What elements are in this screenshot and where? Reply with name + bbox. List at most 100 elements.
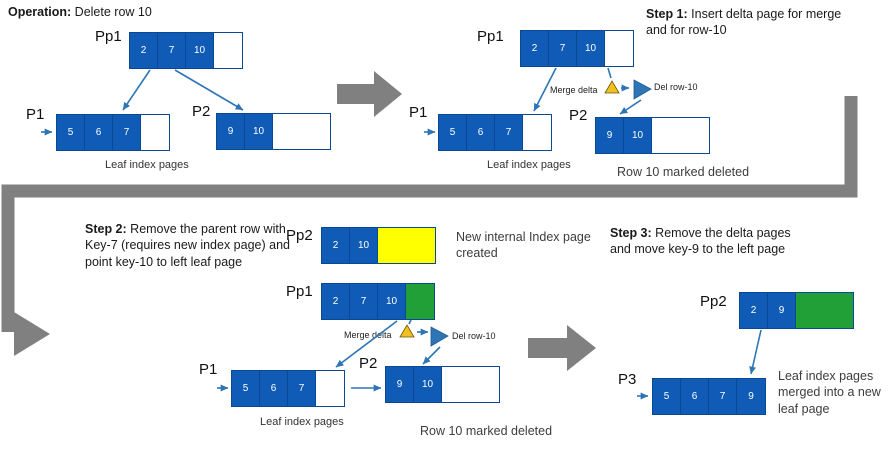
- s2-pp2-label: Pp2: [286, 227, 313, 244]
- flow-wrap-arrowhead: [14, 312, 50, 356]
- op-pp1-page: 2 7 10: [129, 32, 243, 69]
- page-cell: 2: [322, 284, 350, 319]
- page-cell: 9: [596, 118, 624, 153]
- s1-deleted-caption: Row 10 marked deleted: [617, 165, 750, 179]
- page-cell-empty: [141, 115, 169, 150]
- page-cell-green-highlight: [406, 284, 434, 319]
- page-cell-empty: [316, 371, 344, 406]
- page-cell-empty: [605, 31, 633, 66]
- s1-del-row-triangle-icon: [633, 79, 652, 100]
- s2-pp1-page: 2 7 10: [321, 283, 435, 320]
- step1-title: Step 1: Insert delta page for merge and …: [646, 6, 846, 39]
- op-pp1-label: Pp1: [95, 28, 122, 45]
- step2-title-bold: Step 2:: [85, 222, 127, 236]
- page-cell: 9: [737, 379, 765, 414]
- page-cell-empty: [273, 114, 330, 149]
- operation-title: Operation: Delete row 10: [8, 4, 228, 20]
- op-p2-page: 9 10: [216, 113, 331, 150]
- step1-title-bold: Step 1:: [646, 7, 688, 21]
- s1-p2-label: P2: [569, 107, 588, 124]
- page-cell: 10: [624, 118, 652, 153]
- s3-pp2-page: 2 9: [739, 292, 854, 329]
- page-cell: 6: [467, 115, 495, 150]
- s2-p1-label: P1: [199, 361, 218, 378]
- page-cell: 7: [495, 115, 523, 150]
- s1-merge-delta-triangle-icon: [604, 80, 620, 94]
- page-cell: 7: [113, 115, 141, 150]
- page-cell: 7: [350, 284, 378, 319]
- s2-del-row-triangle-icon: [430, 326, 449, 347]
- s1-leaf-caption: Leaf index pages: [487, 159, 571, 171]
- step2-title: Step 2: Remove the parent row with Key-7…: [85, 221, 297, 270]
- op-p2-label: P2: [192, 103, 211, 120]
- page-cell: 10: [350, 228, 378, 263]
- s1-merge-delta-label: Merge delta: [550, 85, 598, 95]
- s2-new-page-caption: New internal Index page created: [456, 230, 591, 261]
- s1-del-row-label: Del row-10: [654, 82, 698, 92]
- page-cell-empty: [523, 115, 551, 150]
- page-cell-empty: [214, 33, 242, 68]
- s1-pp1-label: Pp1: [477, 28, 504, 45]
- page-cell: 2: [130, 33, 158, 68]
- s1-p1-label: P1: [409, 104, 428, 121]
- page-cell: 7: [288, 371, 316, 406]
- page-cell: 10: [414, 367, 442, 402]
- s2-p2-page: 9 10: [385, 366, 500, 403]
- page-cell: 10: [245, 114, 273, 149]
- s1-p1-page: 5 6 7: [438, 114, 552, 151]
- s1-p2-page: 9 10: [595, 117, 710, 154]
- s2-connector-delrow-p2: [422, 346, 441, 365]
- s3-merged-caption: Leaf index pages merged into a new leaf …: [778, 369, 881, 416]
- s3-connector-pp2-p3: [749, 329, 762, 375]
- operation-title-rest: Delete row 10: [71, 5, 152, 19]
- s2-connector-pp1-mergedelta: [408, 319, 412, 325]
- page-cell-new-highlight: [378, 228, 435, 263]
- page-cell: 5: [57, 115, 85, 150]
- page-cell: 5: [653, 379, 681, 414]
- s2-pp1-label: Pp1: [286, 283, 313, 300]
- s3-p3-label: P3: [618, 371, 637, 388]
- page-cell: 7: [709, 379, 737, 414]
- page-cell: 10: [577, 31, 605, 66]
- page-cell: 5: [232, 371, 260, 406]
- op-leaf-caption: Leaf index pages: [105, 159, 189, 171]
- step3-title: Step 3: Remove the delta pages and move …: [610, 225, 810, 258]
- op-connector-pp1-p1: [122, 69, 151, 111]
- s2-p2-label: P2: [359, 355, 378, 372]
- page-cell: 5: [439, 115, 467, 150]
- s1-pp1-page: 2 7 10: [520, 30, 634, 67]
- s1-connector-pp1-mergedelta: [607, 67, 612, 79]
- page-cell: 2: [521, 31, 549, 66]
- s2-merge-delta-triangle-icon: [399, 324, 415, 338]
- op-p1-page: 5 6 7: [56, 114, 170, 151]
- page-cell: 2: [322, 228, 350, 263]
- page-cell: 9: [217, 114, 245, 149]
- page-cell: 6: [681, 379, 709, 414]
- page-cell: 9: [386, 367, 414, 402]
- s3-pp2-label: Pp2: [700, 293, 727, 310]
- step3-title-bold: Step 3:: [610, 226, 652, 240]
- page-cell: 7: [549, 31, 577, 66]
- flow-arrow-step1: [337, 71, 402, 117]
- page-cell: 9: [768, 293, 796, 328]
- step1-title-rest: Insert delta page for merge and for row-…: [646, 7, 842, 38]
- page-cell-empty: [652, 118, 709, 153]
- s1-connector-delrow-p2: [619, 99, 642, 115]
- s2-merge-delta-label: Merge delta: [344, 330, 392, 340]
- s2-leaf-caption: Leaf index pages: [260, 416, 344, 428]
- operation-title-bold: Operation:: [8, 5, 72, 19]
- s3-p3-page: 5 6 7 9: [652, 378, 766, 415]
- page-cell-green-highlight: [796, 293, 853, 328]
- page-cell: 7: [158, 33, 186, 68]
- page-cell-empty: [442, 367, 499, 402]
- s2-del-row-label: Del row-10: [452, 331, 496, 341]
- page-cell: 10: [378, 284, 406, 319]
- page-cell: 6: [260, 371, 288, 406]
- s2-deleted-caption: Row 10 marked deleted: [420, 424, 553, 438]
- page-cell: 6: [85, 115, 113, 150]
- page-cell: 2: [740, 293, 768, 328]
- s2-pp2-page: 2 10: [321, 227, 436, 264]
- s2-p1-page: 5 6 7: [231, 370, 345, 407]
- flow-arrow-step3: [528, 325, 596, 371]
